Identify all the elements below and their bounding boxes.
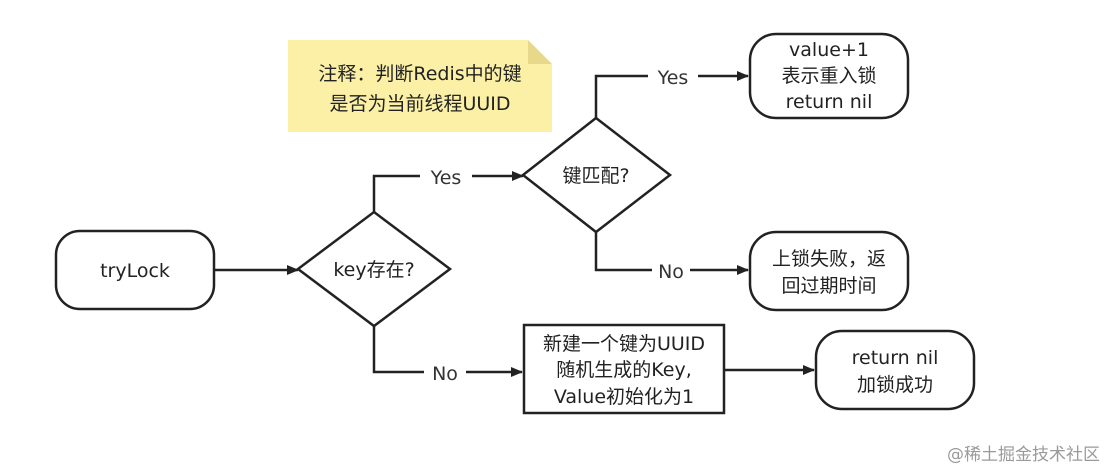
node-create-key: 新建一个键为UUID 随机生成的Key, Value初始化为1 bbox=[522, 323, 726, 415]
edge-exists-no bbox=[372, 326, 522, 372]
decision-key-exists: key存在? bbox=[295, 210, 453, 328]
node-reentrant-line-2: 表示重入锁 bbox=[781, 65, 876, 87]
decision-key-match-label: 键匹配? bbox=[562, 165, 629, 187]
node-lock-success-line-1: return nil bbox=[852, 347, 939, 369]
node-create-key-line-1: 新建一个键为UUID bbox=[543, 333, 705, 355]
node-lock-fail-line-1: 上锁失败，返 bbox=[772, 248, 886, 270]
node-lock-success: return nil 加锁成功 bbox=[814, 329, 976, 411]
edge-label-match-no: No bbox=[658, 261, 684, 283]
decision-key-exists-label: key存在? bbox=[333, 259, 414, 281]
edge-match-no bbox=[594, 232, 748, 270]
edges bbox=[214, 76, 815, 372]
watermark: @稀土掘金技术社区 bbox=[947, 445, 1100, 465]
edge-label-exists-yes: Yes bbox=[430, 167, 462, 189]
edge-label-exists-no: No bbox=[432, 363, 458, 385]
note-line-2: 是否为当前线程UUID bbox=[329, 93, 510, 115]
node-trylock-label: tryLock bbox=[100, 260, 170, 282]
node-reentrant-line-1: value+1 bbox=[789, 39, 869, 61]
node-lock-success-line-2: 加锁成功 bbox=[857, 374, 933, 396]
node-create-key-line-3: Value初始化为1 bbox=[554, 386, 694, 408]
node-reentrant-line-3: return nil bbox=[786, 91, 873, 113]
edge-exists-yes bbox=[372, 176, 523, 212]
node-trylock: tryLock bbox=[54, 229, 216, 311]
node-create-key-line-2: 随机生成的Key, bbox=[556, 359, 692, 381]
decision-key-match: 键匹配? bbox=[520, 116, 673, 234]
node-lock-fail: 上锁失败，返 回过期时间 bbox=[748, 230, 910, 312]
edge-label-match-yes: Yes bbox=[657, 67, 689, 89]
edge-match-yes bbox=[594, 76, 748, 118]
node-reentrant: value+1 表示重入锁 return nil bbox=[748, 32, 910, 120]
comment-note: 注释：判断Redis中的键 是否为当前线程UUID bbox=[288, 40, 552, 132]
note-line-1: 注释：判断Redis中的键 bbox=[318, 63, 521, 85]
node-lock-fail-line-2: 回过期时间 bbox=[781, 275, 876, 297]
